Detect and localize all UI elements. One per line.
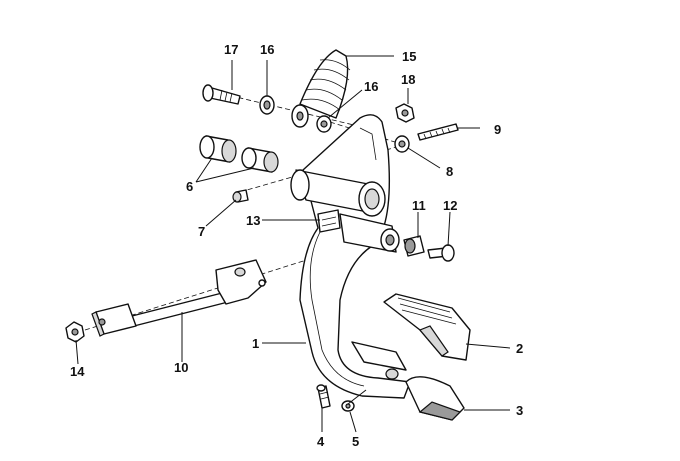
nut-part-18 (395, 103, 415, 123)
callout-4: 4 (317, 434, 325, 449)
washer-part-5 (341, 400, 355, 412)
screw-part-4 (316, 384, 331, 409)
callout-11: 11 (412, 198, 426, 213)
pedal-lower-eye (339, 213, 400, 253)
callout-8: 8 (446, 164, 453, 179)
washer-part-16-upper (259, 95, 275, 115)
callout-10: 10 (174, 360, 188, 375)
clip-part-13 (317, 209, 341, 233)
bushing-part-16-lower (316, 115, 332, 133)
callout-labels: 17 16 15 16 18 9 8 6 7 13 11 12 10 14 1 … (70, 42, 523, 449)
callout-15: 15 (402, 49, 416, 64)
callout-16-upper: 16 (260, 42, 274, 57)
callout-6: 6 (186, 179, 193, 194)
pin-part-7 (232, 189, 249, 203)
pedal-pad-lower (405, 376, 465, 421)
bolt-part-9 (417, 123, 459, 141)
washer-part-8 (394, 135, 410, 153)
bushing-right (241, 147, 279, 173)
pedal-stop-lug (351, 341, 407, 380)
callout-17: 17 (224, 42, 238, 57)
bushing-left (199, 135, 237, 163)
sleeve-part-11 (403, 235, 425, 257)
callout-1: 1 (252, 336, 259, 351)
callout-3: 3 (516, 403, 523, 418)
callout-16-lower: 16 (364, 79, 378, 94)
leader-lines (75, 55, 511, 433)
callout-7: 7 (198, 224, 205, 239)
callout-18: 18 (401, 72, 415, 87)
callout-13: 13 (246, 213, 260, 228)
push-rod (91, 259, 267, 337)
callout-5: 5 (352, 434, 359, 449)
pivot-tube (290, 169, 386, 217)
callout-14: 14 (70, 364, 85, 379)
callout-2: 2 (516, 341, 523, 356)
nut-part-14 (65, 321, 85, 343)
bolt-part-12 (427, 244, 455, 262)
callout-9: 9 (494, 122, 501, 137)
callout-12: 12 (443, 198, 457, 213)
return-spring (291, 49, 351, 128)
bolt-part-17 (202, 84, 241, 105)
pedal-pad-upper (383, 293, 471, 361)
